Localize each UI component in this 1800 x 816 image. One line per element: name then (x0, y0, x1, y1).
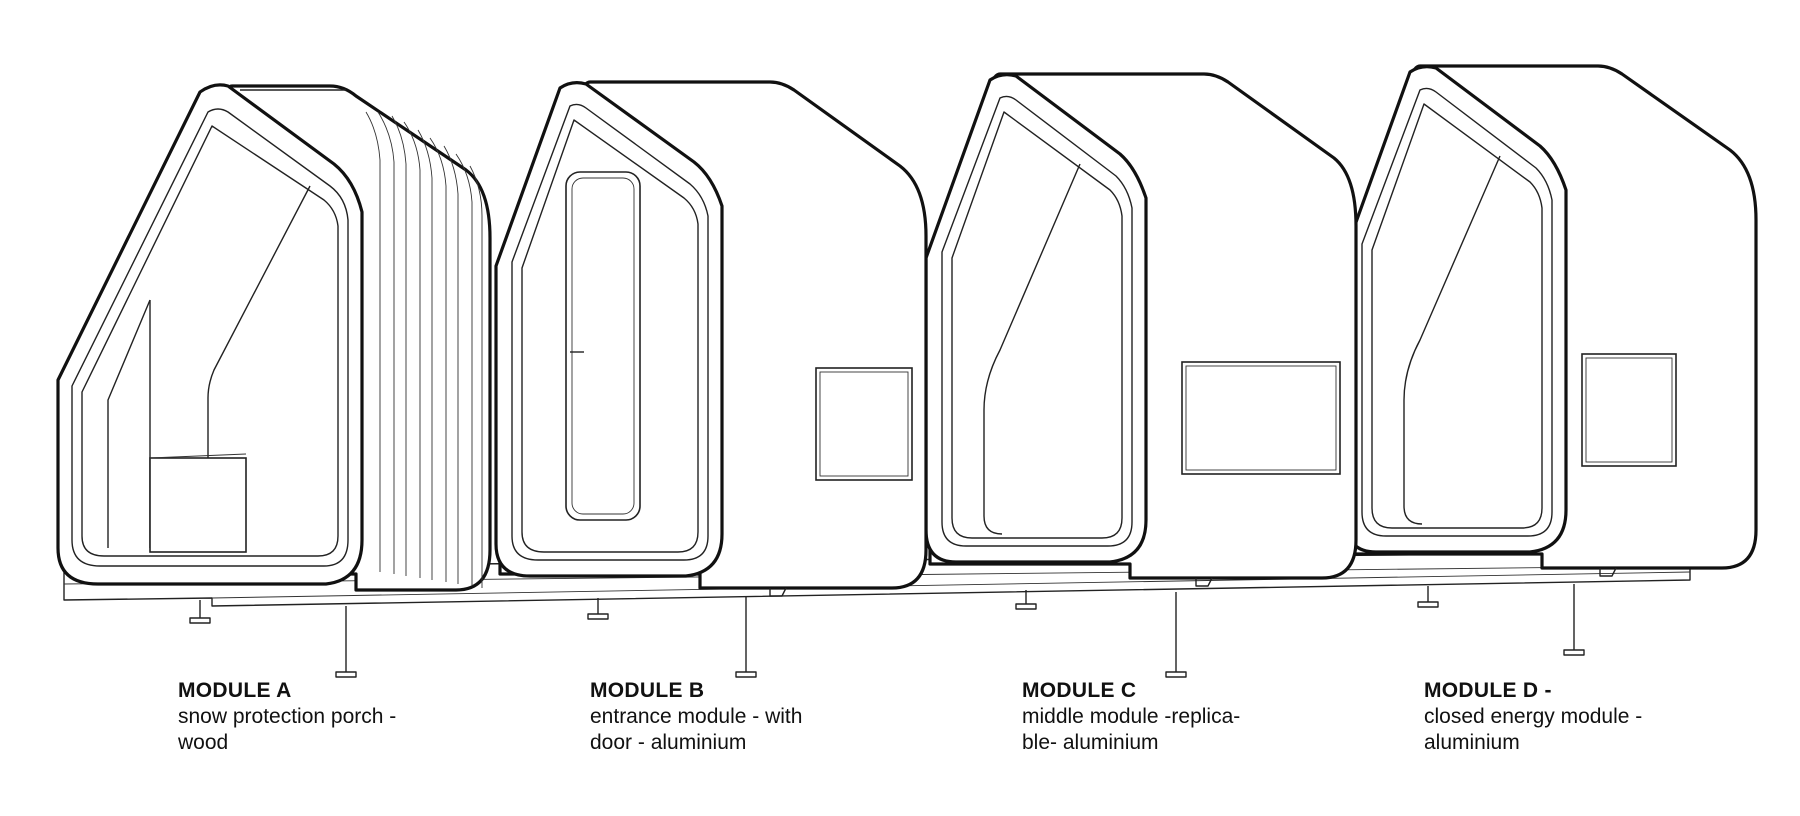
support-legs (189, 584, 1585, 678)
module-b-drawing (494, 80, 928, 597)
module-a-drawing (56, 83, 492, 592)
module-c-drawing (924, 72, 1358, 587)
module-d-drawing (1344, 64, 1758, 577)
wood-slats (240, 89, 483, 588)
